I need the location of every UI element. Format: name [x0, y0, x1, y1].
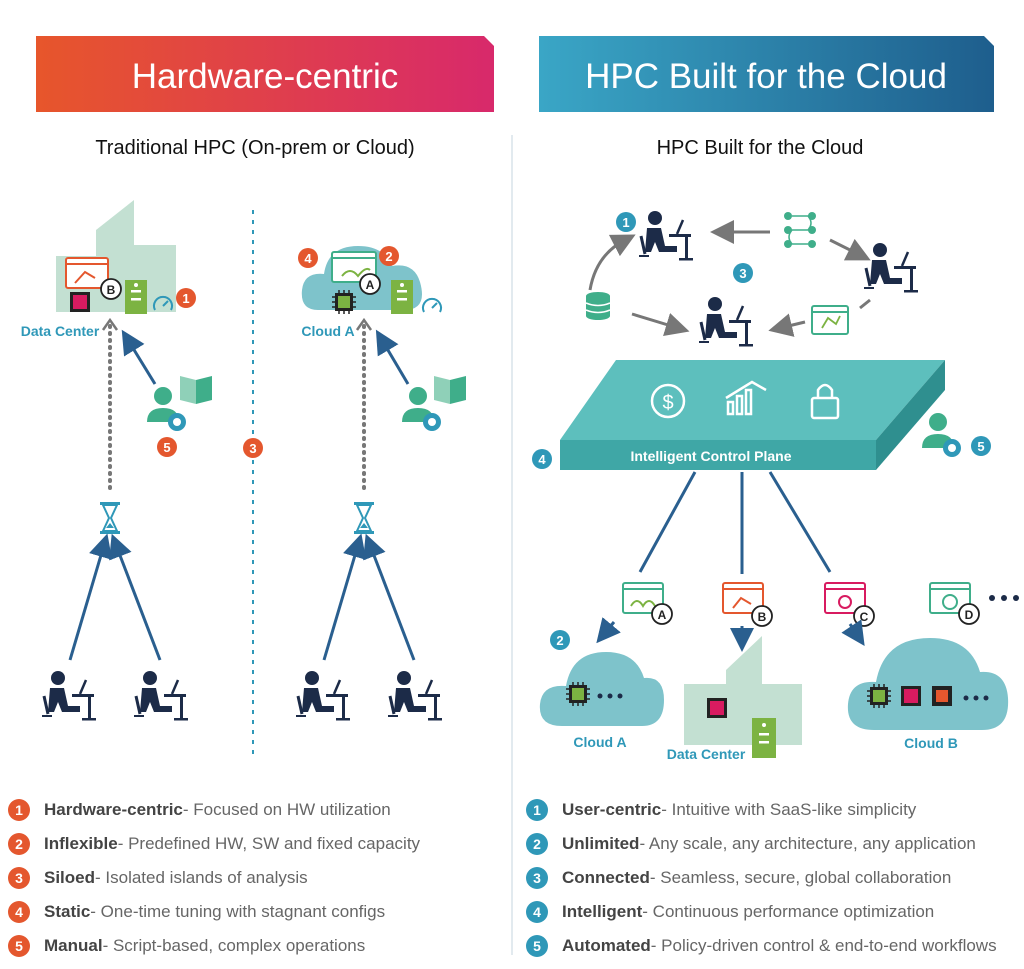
- svg-text:1: 1: [622, 215, 629, 230]
- badge-connected: [733, 263, 753, 283]
- chip-icon: [331, 289, 357, 315]
- left-datacenter: B 1 Data Center: [21, 200, 196, 339]
- more-dots-icon: [989, 595, 1019, 601]
- badge-siloed: [243, 438, 263, 458]
- left-cloud-a: A 4 2 Cloud A: [298, 246, 442, 339]
- left-banner-shape: [36, 36, 494, 112]
- user-icon: [40, 669, 98, 722]
- svg-text:3: 3: [249, 441, 256, 456]
- user-icon: [132, 669, 190, 722]
- badge-a-right: [651, 603, 673, 625]
- right-datacenter: Data Center: [667, 636, 802, 762]
- svg-text:D: D: [965, 608, 974, 622]
- svg-text:3: 3: [739, 266, 746, 281]
- svg-text:2: 2: [556, 633, 563, 648]
- server-icon: [125, 280, 147, 314]
- left-subtitle: Traditional HPC (On-prem or Cloud): [95, 137, 414, 159]
- right-subtitle: HPC Built for the Cloud: [657, 137, 864, 159]
- cloud-a-label: Cloud A: [301, 323, 354, 339]
- badge-d-right: [958, 603, 980, 625]
- user-icon: [294, 669, 352, 722]
- gauge-icon: [153, 295, 173, 311]
- badge-inflexible: [379, 246, 399, 266]
- badge-b-left: [100, 278, 122, 300]
- database-icon: [585, 292, 611, 320]
- svg-text:A: A: [366, 278, 375, 292]
- right-banner-title: HPC Built for the Cloud: [585, 57, 947, 96]
- user-icon: [697, 295, 755, 348]
- book-icon: [180, 376, 212, 404]
- user-icon: [386, 669, 444, 722]
- server-icon: [391, 280, 413, 314]
- fan-app-icon: [929, 582, 971, 614]
- hourglass-icon: [353, 501, 375, 535]
- svg-text:B: B: [107, 283, 116, 297]
- svg-text:1: 1: [182, 291, 189, 306]
- user-icon: [637, 209, 695, 262]
- admin-icon: [922, 413, 961, 457]
- workflow-icon: [784, 212, 816, 248]
- badge-static: [298, 248, 318, 268]
- svg-text:5: 5: [163, 440, 170, 455]
- control-plane: $ Intelligent Control Plane: [560, 360, 945, 470]
- cloud-a-label-right: Cloud A: [573, 734, 626, 750]
- svg-text:4: 4: [538, 452, 546, 467]
- badge-intelligent: [532, 449, 552, 469]
- cloud-b-label: Cloud B: [904, 735, 958, 751]
- svg-text:A: A: [658, 608, 667, 622]
- gauge-icon: [422, 297, 442, 313]
- svg-text:B: B: [758, 610, 767, 624]
- dna-app-icon: [622, 582, 664, 614]
- badge-a-left: [359, 273, 381, 295]
- lock-icon: [810, 383, 840, 420]
- svg-text:$: $: [662, 392, 673, 414]
- right-cloud-a: Cloud A: [539, 652, 664, 750]
- badge-unlimited: [550, 630, 570, 650]
- svg-text:2: 2: [385, 249, 392, 264]
- svg-text:4: 4: [304, 251, 312, 266]
- right-banner-shape: [539, 36, 994, 112]
- book-icon: [434, 376, 466, 404]
- control-plane-label: Intelligent Control Plane: [630, 448, 791, 464]
- badge-hw-centric: [176, 288, 196, 308]
- svg-text:5: 5: [977, 439, 984, 454]
- datacenter-label: Data Center: [21, 323, 100, 339]
- model-app-icon: [811, 305, 849, 335]
- right-cloud-b: Cloud B: [847, 638, 1009, 751]
- left-banner-title: Hardware-centric: [132, 57, 398, 96]
- performance-icon: [725, 380, 767, 416]
- cost-icon: [650, 383, 686, 419]
- engine-app-icon: [824, 582, 866, 614]
- badge-user-centric: [616, 212, 636, 232]
- badge-automated: [971, 436, 991, 456]
- user-icon: [862, 241, 920, 294]
- badge-b-right: [751, 605, 773, 627]
- data-center-label-right: Data Center: [667, 746, 746, 762]
- hourglass-icon: [99, 501, 121, 535]
- robot-app-icon: [722, 582, 764, 614]
- badge-manual: [157, 437, 177, 457]
- svg-text:C: C: [860, 610, 869, 624]
